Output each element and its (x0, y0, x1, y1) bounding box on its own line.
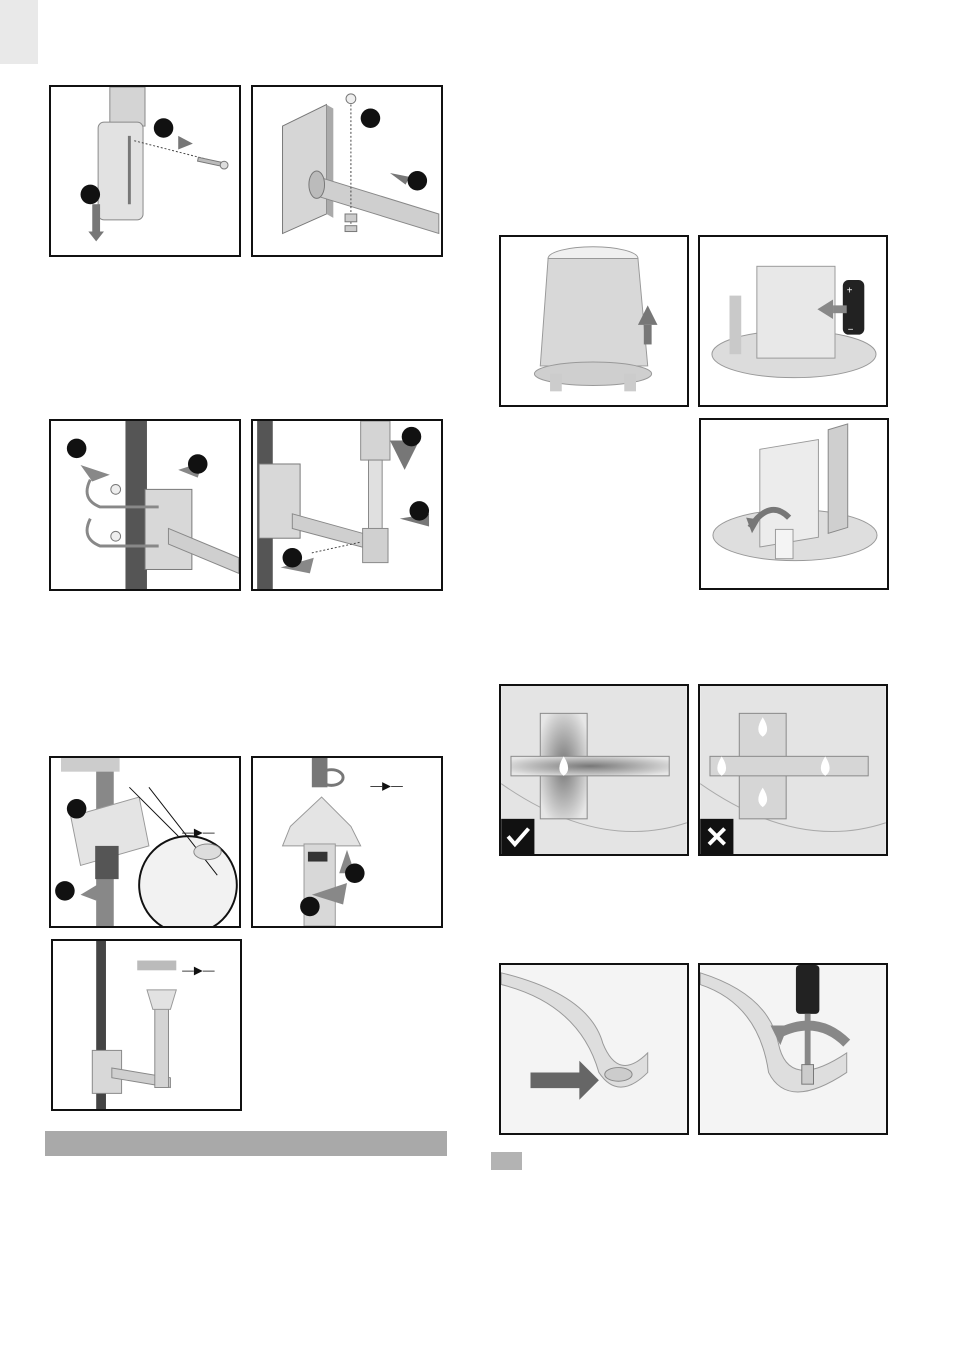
rain-gauge-cover-lift-illustration (501, 237, 687, 405)
wind-sensor-align-detail-illustration: —▶— (51, 758, 239, 926)
step-1-marker (402, 427, 422, 447)
svg-text:+: + (847, 286, 853, 297)
battery-insert-illustration: + − (700, 237, 886, 405)
note-marker-bar (491, 1152, 522, 1170)
mounted-station-overview-illustration: —▶— (53, 941, 240, 1109)
step-1-marker (67, 799, 87, 819)
svg-text:—▶—: —▶— (182, 826, 215, 839)
svg-text:—▶—: —▶— (182, 964, 215, 977)
step-2-marker (55, 881, 75, 901)
step-1-marker (361, 108, 381, 128)
page-corner-tab (0, 0, 38, 64)
wind-sensor-lock-illustration: —▶— (253, 758, 441, 926)
level-bubble-off-center-illustration (700, 686, 886, 854)
wall-bracket-screw-illustration (253, 87, 441, 255)
svg-text:—▶—: —▶— (370, 779, 403, 792)
sensor-mast-insert-illustration (253, 421, 441, 589)
svg-text:−: − (848, 325, 854, 336)
step-2-marker (188, 454, 208, 474)
panel-mounted-overview: —▶— (51, 939, 242, 1111)
panel-screwdriver (698, 963, 888, 1135)
panel-wind-sensor-align: —▶— (49, 756, 241, 928)
panel-level-ok (499, 684, 689, 856)
section-header-bar (45, 1131, 447, 1156)
step-3-marker (283, 548, 303, 568)
step-2-marker (300, 897, 320, 917)
step-2-marker (410, 501, 430, 521)
panel-level-wrong (698, 684, 888, 856)
panel-ubolt-mount (49, 419, 241, 591)
step-1-marker (345, 863, 365, 883)
bracket-ubolt-mount-illustration (51, 421, 239, 589)
pole-bolt-insert-illustration (51, 87, 239, 255)
screwdriver-fasten-illustration (700, 965, 886, 1133)
panel-wind-sensor-lock: —▶— (251, 756, 443, 928)
step-2-marker (408, 171, 428, 191)
level-bubble-centered-illustration (501, 686, 687, 854)
screwdriver-icon (796, 965, 819, 1014)
tipping-bucket-release-illustration (701, 420, 887, 588)
foot-screw-position-illustration (501, 965, 687, 1133)
step-1-marker (67, 439, 87, 459)
panel-sensor-mast (251, 419, 443, 591)
panel-tipping-bucket (699, 418, 889, 590)
panel-pole-bolt (49, 85, 241, 257)
panel-battery-insert: + − (698, 235, 888, 407)
step-2-marker (81, 185, 101, 205)
panel-foot-screw (499, 963, 689, 1135)
step-1-marker (154, 118, 174, 138)
panel-wall-bracket (251, 85, 443, 257)
panel-rain-cover-lift (499, 235, 689, 407)
